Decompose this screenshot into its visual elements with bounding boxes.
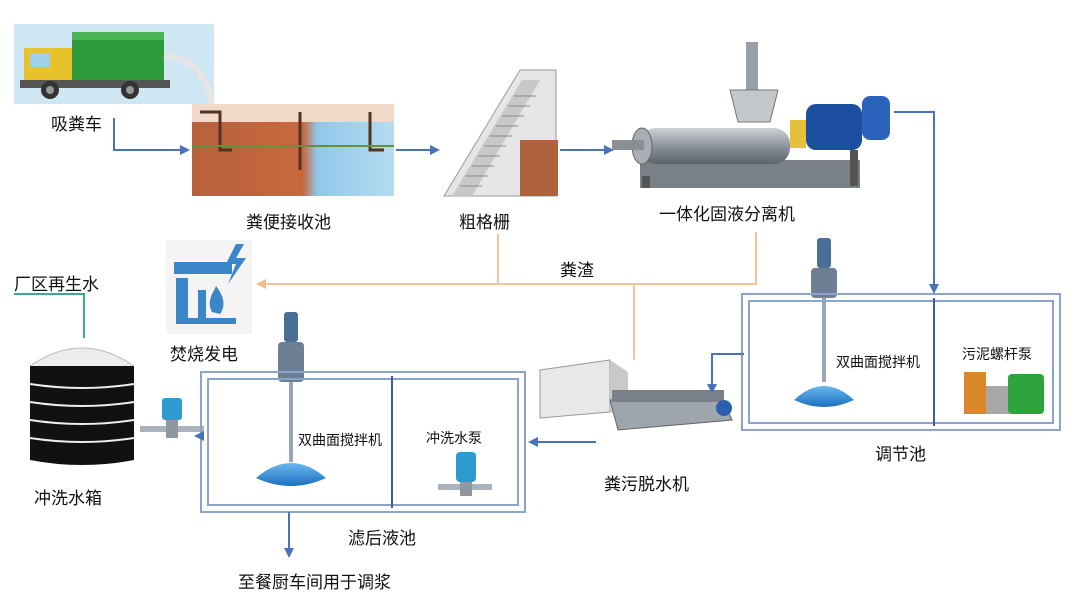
regulating-pool-box xyxy=(741,293,1061,431)
filtrate-mixer-image xyxy=(256,312,326,486)
arrow-truck-to-tank xyxy=(113,118,190,155)
label-regulating-pool: 调节池 xyxy=(875,445,926,465)
separator-image xyxy=(612,42,890,188)
label-residue: 粪渣 xyxy=(560,261,594,281)
label-wash-tank: 冲洗水箱 xyxy=(34,489,102,509)
label-coarse-screen: 粗格栅 xyxy=(459,213,510,233)
label-truck: 吸粪车 xyxy=(51,115,102,135)
incineration-icon xyxy=(166,240,252,334)
arrow-regulating-to-dewatering xyxy=(707,353,744,394)
suction-truck-image xyxy=(14,24,215,105)
residue-line-separator xyxy=(256,232,757,289)
label-receiving-tank: 粪便接收池 xyxy=(246,213,331,233)
label-reclaimed-water: 厂区再生水 xyxy=(14,275,99,295)
label-filtrate-pool: 滤后液池 xyxy=(348,529,416,549)
label-separator: 一体化固液分离机 xyxy=(659,205,795,225)
arrow-separator-to-regulating xyxy=(894,111,939,294)
label-dewatering: 粪污脱水机 xyxy=(604,475,689,495)
regulating-mixer-image xyxy=(794,238,854,407)
wash-pump-image xyxy=(438,452,492,496)
label-incineration: 焚烧发电 xyxy=(170,345,238,365)
receiving-tank-image xyxy=(192,104,394,196)
label-to-kitchen: 至餐厨车间用于调浆 xyxy=(238,573,391,593)
tank-outlet-valve-image xyxy=(140,398,204,438)
dewatering-machine-image xyxy=(539,359,733,431)
reclaimed-water-pipe xyxy=(14,293,85,338)
wash-water-tank-image xyxy=(29,347,135,465)
filtrate-pool-box xyxy=(200,371,526,513)
label-regulating-mixer: 双曲面搅拌机 xyxy=(836,355,920,371)
screw-pump-image xyxy=(964,372,1044,414)
label-screw-pump: 污泥螺杆泵 xyxy=(962,347,1032,363)
coarse-screen-image xyxy=(440,66,560,198)
label-wash-pump: 冲洗水泵 xyxy=(426,431,482,447)
label-filtrate-mixer: 双曲面搅拌机 xyxy=(298,433,382,449)
